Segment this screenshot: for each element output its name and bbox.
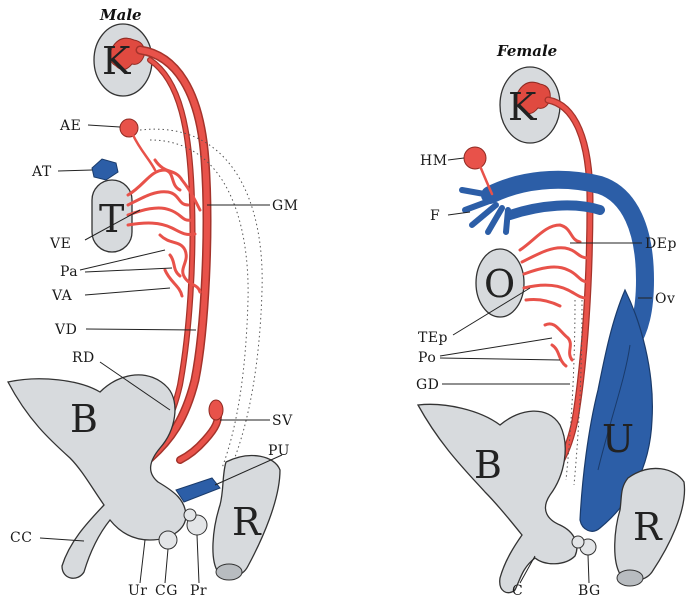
prostatic-utricle — [176, 478, 220, 502]
label-ov: Ov — [655, 291, 675, 307]
label-at: AT — [31, 164, 52, 180]
label-pa: Pa — [60, 264, 78, 280]
label-va: VA — [51, 288, 73, 304]
female-rectum: R — [615, 468, 685, 586]
male-bladder-letter: B — [70, 397, 98, 441]
label-pr: Pr — [190, 583, 207, 599]
label-gd: GD — [416, 377, 439, 393]
label-gm: GM — [272, 198, 299, 214]
label-dep: DEp — [645, 236, 677, 252]
label-pu: PU — [268, 443, 290, 459]
female-rectum-letter: R — [633, 505, 663, 549]
seminal-vesicle — [209, 400, 223, 420]
female-bladder-letter: B — [474, 443, 502, 487]
label-cg: CG — [155, 583, 178, 599]
appendix-testis — [92, 159, 118, 180]
female-kidney: K — [500, 67, 560, 143]
appendix-epididymis — [120, 119, 138, 137]
label-cc: CC — [10, 530, 32, 546]
label-rd: RD — [72, 350, 95, 366]
label-po: Po — [418, 350, 436, 366]
label-f: F — [430, 208, 440, 224]
label-hm: HM — [420, 153, 448, 169]
male-kidney-letter: K — [102, 39, 131, 83]
label-c: C — [512, 583, 523, 599]
male-rectum-letter: R — [232, 500, 262, 544]
female-diagram: Female K U — [416, 42, 685, 599]
label-ur: Ur — [128, 583, 148, 599]
label-sv: SV — [272, 413, 293, 429]
label-ve: VE — [49, 236, 71, 252]
label-ae: AE — [59, 118, 81, 134]
male-testis-letter: T — [99, 197, 124, 241]
female-title: Female — [496, 42, 557, 60]
epoophoron-coils — [520, 225, 588, 366]
female-kidney-letter: K — [508, 85, 537, 129]
male-diagram: Male K T — [8, 6, 299, 599]
hydatid-of-morgagni — [464, 147, 486, 169]
label-tep: TEp — [418, 330, 448, 346]
male-bladder: B — [8, 375, 186, 578]
cowper-gland — [159, 531, 177, 549]
male-kidney: K — [94, 24, 152, 96]
label-bg: BG — [578, 583, 601, 599]
male-rectum: R — [213, 456, 280, 580]
male-testis: T — [92, 180, 132, 252]
female-uterus-letter: U — [602, 417, 634, 461]
female-bladder: B — [418, 404, 577, 592]
male-title: Male — [99, 6, 142, 24]
label-vd: VD — [54, 322, 77, 338]
